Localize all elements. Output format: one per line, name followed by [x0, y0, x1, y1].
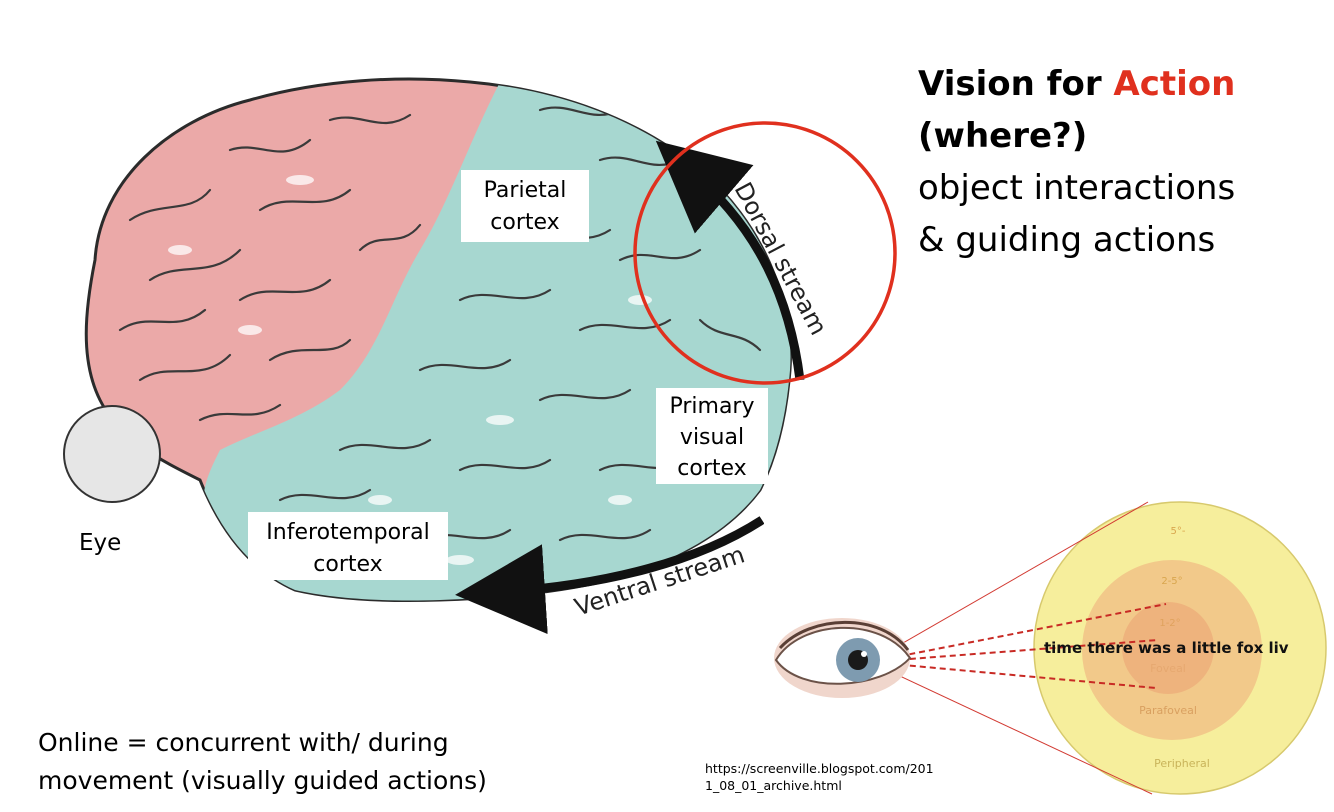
primary-label-line3: cortex [677, 456, 746, 481]
reading-text-sample: time there was a little fox liv [1044, 639, 1289, 657]
caption-line-2: movement (visually guided actions) [38, 766, 487, 795]
primary-label-line1: Primary [669, 394, 754, 419]
heading-line-4: & guiding actions [918, 220, 1216, 260]
heading-line-1: Vision for Action [918, 58, 1235, 110]
heading-line-3: object interactions [918, 168, 1236, 208]
view-cone-upper [869, 501, 1149, 663]
eye-photo [774, 618, 912, 698]
parafoveal-label: Parafoveal [1139, 704, 1197, 717]
dorsal-stream-arrow [655, 140, 805, 381]
infero-label-line2: cortex [313, 552, 382, 577]
ring-outer-label: 5°- [1171, 526, 1186, 537]
view-cone-lower [869, 661, 1153, 795]
parietal-label-line2: cortex [490, 210, 559, 235]
ring-inner-label: 1-2° [1159, 618, 1180, 629]
heading-accent: Action [1113, 64, 1236, 104]
view-line-2 [869, 639, 1159, 663]
peripheral-label: Peripheral [1154, 757, 1210, 770]
caption-line-1: Online = concurrent with/ during [38, 728, 449, 757]
eye-circle [63, 405, 161, 503]
heading-prefix: Vision for [918, 64, 1114, 104]
primary-label-line2: visual [680, 425, 744, 450]
field-inner-ring [1122, 602, 1214, 694]
source-line-2: 1_08_01_archive.html [705, 778, 842, 793]
eye-label: Eye [79, 530, 122, 556]
source-citation: https://screenville.blogspot.com/201 1_0… [705, 760, 934, 794]
foveal-label: Foveal [1150, 662, 1186, 675]
brain-illustration [84, 77, 792, 603]
parietal-label-line1: Parietal [484, 178, 567, 203]
bottom-caption: Online = concurrent with/ during movemen… [38, 724, 487, 800]
dorsal-highlight-circle [633, 121, 897, 385]
view-line-1 [869, 603, 1167, 663]
vision-field-inset: 5°- 2-5° 1-2° Foveal Parafoveal Peripher… [764, 492, 1334, 795]
parietal-cortex-label: Parietal cortex [461, 170, 589, 242]
view-line-3 [869, 661, 1157, 689]
ring-middle-label: 2-5° [1161, 576, 1182, 587]
ventral-stream-arrow [455, 516, 765, 635]
inferotemporal-cortex-label: Inferotemporal cortex [248, 512, 448, 580]
heading-line-2: (where?) [918, 116, 1088, 156]
source-line-1: https://screenville.blogspot.com/201 [705, 761, 934, 776]
primary-visual-cortex-label: Primary visual cortex [656, 388, 768, 484]
infero-label-line1: Inferotemporal [266, 520, 429, 545]
slide-heading: Vision for Action (where?) object intera… [918, 58, 1235, 266]
